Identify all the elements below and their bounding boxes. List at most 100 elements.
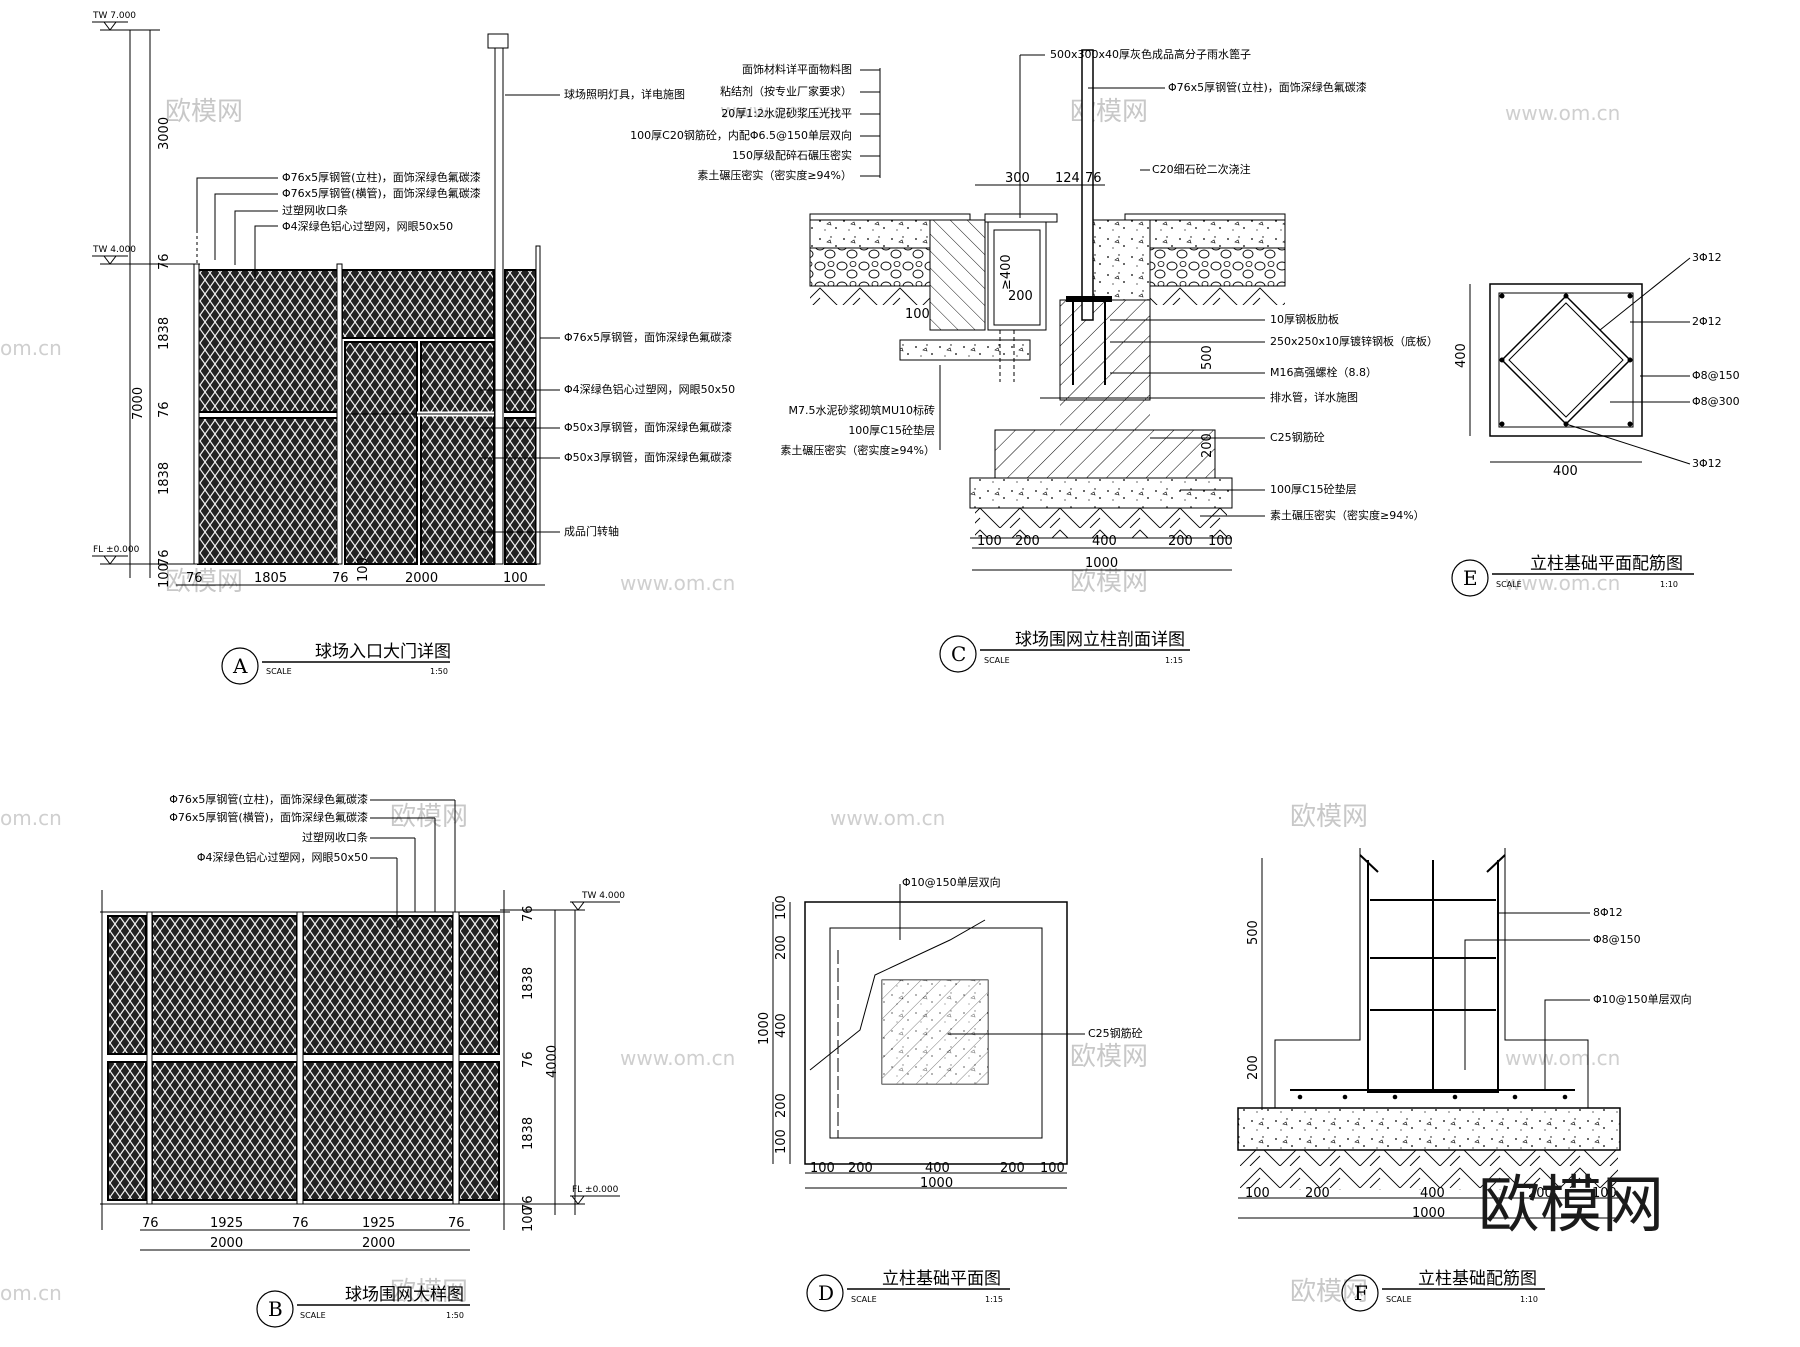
dim-text: 76 bbox=[521, 1051, 536, 1068]
drawing-letter: B bbox=[268, 1297, 283, 1321]
dim-text: 76 bbox=[142, 1216, 159, 1231]
dim-text: 200 bbox=[774, 935, 789, 960]
dim-text: 2000 bbox=[362, 1236, 395, 1251]
callout-text: C20细石砼二次浇注 bbox=[1152, 162, 1251, 176]
callout-text: 过塑网收口条 bbox=[282, 203, 348, 217]
brand-logo-text: 欧模网 bbox=[1478, 1168, 1664, 1241]
callout-text: 100厚C15砼垫层 bbox=[848, 423, 935, 437]
watermark-text: 欧模网 bbox=[390, 1277, 468, 1307]
leader-notes-a-left: Φ76x5厚钢管(立柱)，面饰深绿色氟碳漆 Φ76x5厚钢管(横管)，面饰深绿色… bbox=[196, 170, 481, 280]
leader-notes-a-right: 球场照明灯具，详电施图 Φ76x5厚钢管，面饰深绿色氟碳漆 Φ4深绿色铝心过塑网… bbox=[480, 87, 735, 538]
callout-text: Φ76x5厚钢管，面饰深绿色氟碳漆 bbox=[564, 330, 732, 344]
dim-text: 76 bbox=[448, 1216, 465, 1231]
dim-text: 100 bbox=[774, 895, 789, 920]
drawing-title: 球场围网立柱剖面详图 bbox=[1015, 630, 1185, 650]
callout-text: 面饰材料详平面物料图 bbox=[742, 62, 852, 76]
level-marker-fl0: FL ±0.000 bbox=[92, 545, 140, 565]
callout-text: 500x300x40厚灰色成品高分子雨水篦子 bbox=[1050, 47, 1251, 61]
dim-text: 76 bbox=[157, 401, 172, 418]
watermark-text: www.om.cn bbox=[830, 806, 945, 830]
drawing-letter: E bbox=[1463, 566, 1478, 590]
watermark-text: 欧模网 bbox=[165, 97, 243, 127]
level-tw4-text: TW 4.000 bbox=[92, 245, 136, 255]
callout-text: 球场照明灯具，详电施图 bbox=[564, 87, 685, 101]
drawing-title: 球场围网大样图 bbox=[345, 1285, 464, 1305]
dim-text: 76 bbox=[521, 1195, 536, 1212]
watermark-text: www.om.cn bbox=[620, 571, 735, 595]
dim-text: 3000 bbox=[157, 117, 172, 150]
dim-text: 1925 bbox=[210, 1216, 243, 1231]
callout-text: Φ76x5厚钢管(横管)，面饰深绿色氟碳漆 bbox=[282, 186, 481, 200]
callout-text: Φ8@300 bbox=[1692, 395, 1740, 408]
drawing-title-e: E 立柱基础平面配筋图 SCALE 1:10 bbox=[1451, 554, 1694, 597]
watermark-text: 欧模网 bbox=[1290, 802, 1368, 832]
drawing-d-foundation-plan: Φ10@150单层双向 C25钢筋砼 100 200 400 1000 200 … bbox=[757, 875, 1143, 1312]
dim-text: 100 bbox=[1592, 1186, 1617, 1201]
scale-value: 1:50 bbox=[446, 1311, 464, 1320]
dim-text: 1838 bbox=[521, 967, 536, 1000]
callout-text: Φ8@150 bbox=[1692, 369, 1740, 382]
drawing-a-gate-elevation: TW 7.000 TW 4.000 FL ±0.000 3000 7000 76… bbox=[92, 11, 735, 685]
callout-text: 过塑网收口条 bbox=[302, 830, 368, 844]
callout-text: C25钢筋砼 bbox=[1270, 430, 1325, 444]
callout-text: C25钢筋砼 bbox=[1088, 1026, 1143, 1040]
dim-text: 200 bbox=[1008, 289, 1033, 304]
drawing-title: 立柱基础配筋图 bbox=[1418, 1269, 1537, 1289]
leader-notes-e: 3Φ12 2Φ12 Φ8@150 Φ8@300 3Φ12 bbox=[1565, 251, 1740, 470]
watermark-text: 欧模网 bbox=[1070, 567, 1148, 597]
callout-text: 150厚级配碎石碾压密实 bbox=[732, 148, 852, 162]
drawing-letter: C bbox=[951, 642, 966, 666]
dim-text: 1000 bbox=[1412, 1206, 1445, 1221]
drawing-title: 球场入口大门详图 bbox=[315, 642, 451, 662]
dim-text: 100 bbox=[977, 534, 1002, 549]
dim-text: 1000 bbox=[1085, 556, 1118, 571]
drawing-e-foundation-rebar-plan: 400 400 3Φ12 2Φ12 Φ8@150 Φ8@300 3Φ12 E 立… bbox=[1451, 251, 1740, 597]
dim-text: 100 bbox=[1040, 1161, 1065, 1176]
callout-text: 100厚C20钢筋砼，内配Φ6.5@150单层双向 bbox=[630, 128, 852, 142]
callout-text: 8Φ12 bbox=[1593, 906, 1623, 919]
dim-text: 4000 bbox=[545, 1045, 560, 1078]
dim-text: 7000 bbox=[131, 387, 146, 420]
watermark-text: om.cn bbox=[0, 806, 62, 830]
callout-text: 2Φ12 bbox=[1692, 315, 1722, 328]
scale-label: SCALE bbox=[984, 656, 1010, 665]
callout-text: 3Φ12 bbox=[1692, 251, 1722, 264]
dim-text: 76 bbox=[1085, 171, 1102, 186]
callout-text: M16高强螺栓（8.8） bbox=[1270, 365, 1377, 379]
drawing-title-f: F 立柱基础配筋图 SCALE 1:10 bbox=[1341, 1269, 1545, 1312]
dim-text: 100 bbox=[356, 557, 371, 582]
scale-label: SCALE bbox=[1496, 580, 1522, 589]
callout-text: 成品门转轴 bbox=[564, 524, 619, 538]
dim-text: 1805 bbox=[254, 571, 287, 586]
drawing-title-a: A 球场入口大门详图 SCALE 1:50 bbox=[221, 642, 451, 685]
dim-text: ≥400 bbox=[999, 254, 1014, 290]
dim-text: 200 bbox=[1305, 1186, 1330, 1201]
callout-text: 250x250x10厚镀锌钢板（底板） bbox=[1270, 334, 1438, 348]
callout-text: Φ76x5厚钢管(横管)，面饰深绿色氟碳漆 bbox=[169, 810, 368, 824]
leader-notes-b: Φ76x5厚钢管(立柱)，面饰深绿色氟碳漆 Φ76x5厚钢管(横管)，面饰深绿色… bbox=[169, 792, 456, 930]
dim-text: 100 bbox=[1208, 534, 1233, 549]
callout-text: Φ50x3厚钢管，面饰深绿色氟碳漆 bbox=[564, 450, 732, 464]
scale-value: 1:50 bbox=[430, 667, 448, 676]
dim-text: 200 bbox=[1246, 1055, 1261, 1080]
dim-text: 1000 bbox=[920, 1176, 953, 1191]
dim-text: 100 bbox=[774, 1129, 789, 1154]
level-fl0-text: FL ±0.000 bbox=[93, 545, 140, 555]
dim-text: 200 bbox=[1000, 1161, 1025, 1176]
dim-text: 1838 bbox=[157, 317, 172, 350]
scale-label: SCALE bbox=[266, 667, 292, 676]
watermark-text: om.cn bbox=[0, 336, 62, 360]
dim-text: 76 bbox=[157, 253, 172, 270]
dim-text: 100 bbox=[905, 307, 930, 322]
drawing-title: 立柱基础平面配筋图 bbox=[1530, 554, 1683, 574]
dim-text: 1000 bbox=[757, 1012, 772, 1045]
drawing-letter: D bbox=[818, 1281, 834, 1305]
drawing-title-b: B 球场围网大样图 SCALE 1:50 bbox=[256, 1285, 470, 1328]
dim-text: 1838 bbox=[157, 462, 172, 495]
callout-text: 素土碾压密实（密实度≥94%） bbox=[780, 443, 935, 457]
dim-text: 76 bbox=[332, 571, 349, 586]
dim-text: 124 bbox=[1055, 171, 1080, 186]
callout-text: 20厚1:2水泥砂浆压光找平 bbox=[721, 106, 852, 120]
scale-value: 1:15 bbox=[985, 1295, 1003, 1304]
callout-text: Φ50x3厚钢管，面饰深绿色氟碳漆 bbox=[564, 420, 732, 434]
